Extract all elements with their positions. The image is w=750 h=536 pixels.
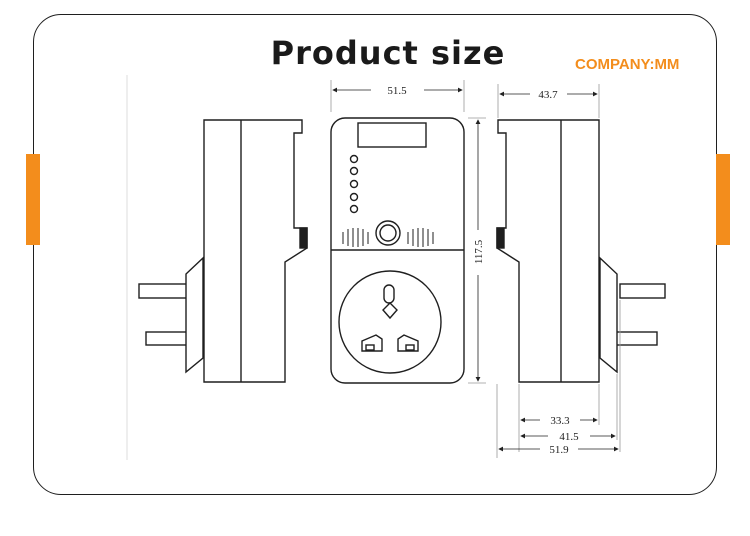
company-label: COMPANY:MM: [575, 56, 680, 73]
led-indicator: [349, 166, 359, 176]
led-indicator: [349, 154, 359, 164]
front-view: [330, 117, 465, 384]
dimension-height: 117.5: [473, 239, 485, 264]
left-side-button: [299, 227, 308, 249]
led-indicator: [349, 204, 359, 214]
left-accent-tab: [26, 154, 40, 245]
dimension-side-width: 43.7: [538, 89, 558, 101]
page-title: Product size: [270, 34, 506, 72]
dimension-plug-depth-1: 33.3: [550, 415, 570, 427]
right-plug-pin-top: [619, 283, 666, 299]
led-indicator: [349, 192, 359, 202]
led-indicator: [349, 179, 359, 189]
left-plug-pin-top: [138, 283, 190, 299]
content-frame: [33, 14, 717, 495]
right-side-button: [496, 227, 505, 249]
right-accent-tab: [716, 154, 730, 245]
display-window: [357, 122, 427, 148]
left-side-view: [138, 119, 308, 383]
left-plug-pin-bottom: [145, 331, 192, 346]
dimension-lines: [330, 80, 621, 458]
dimension-front-width: 51.5: [387, 85, 407, 97]
right-side-view: [496, 119, 666, 383]
dimension-plug-depth-3: 51.9: [549, 444, 569, 456]
dimension-plug-depth-2: 41.5: [559, 431, 579, 443]
